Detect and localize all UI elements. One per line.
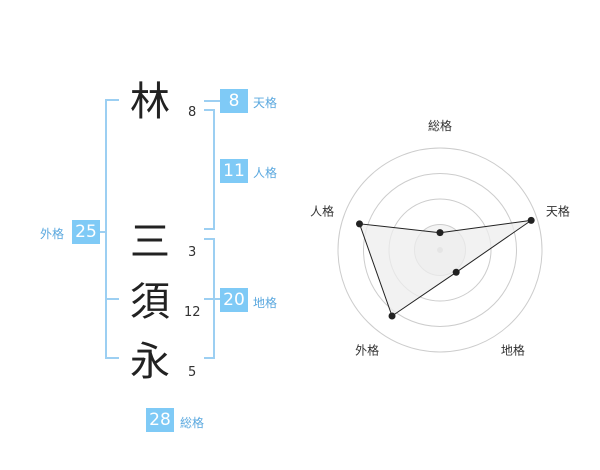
stroke-count-2: 3 bbox=[188, 245, 197, 260]
gaikaku-bracket-top bbox=[105, 99, 119, 101]
chikaku-bracket-top bbox=[204, 238, 215, 240]
radar-point-1 bbox=[436, 229, 444, 237]
chikaku-label: 地格 bbox=[253, 296, 278, 310]
radar-axis-label-1: 総格 bbox=[428, 118, 452, 133]
chikaku-bracket-bottom bbox=[204, 357, 215, 359]
stroke-count-3: 12 bbox=[184, 305, 201, 320]
gaikaku-bracket-vertical bbox=[105, 99, 107, 359]
radar-point-2 bbox=[527, 216, 535, 224]
radar-area bbox=[358, 219, 532, 317]
radar-axis-label-3: 地格 bbox=[501, 342, 525, 357]
radar-point-3 bbox=[452, 268, 460, 276]
radar-axis-label-5: 人格 bbox=[310, 204, 334, 219]
radar-ring bbox=[363, 173, 517, 327]
jinkaku-bracket-bottom bbox=[204, 228, 215, 230]
jinkaku-bracket-top bbox=[204, 109, 215, 111]
stroke-count-1: 8 bbox=[188, 105, 197, 120]
name-char-1: 林 bbox=[130, 79, 170, 125]
gaikaku-connector bbox=[97, 231, 106, 233]
jinkaku-value: 11 bbox=[220, 159, 248, 183]
tenkaku-connector bbox=[204, 100, 220, 102]
chikaku-connector bbox=[204, 298, 220, 300]
gaikaku-bracket-bottom bbox=[105, 357, 119, 359]
radar-point-4 bbox=[388, 312, 396, 320]
gaikaku-label: 外格 bbox=[40, 227, 65, 241]
gaikaku-value: 25 bbox=[72, 220, 100, 244]
stroke-count-4: 5 bbox=[188, 365, 197, 380]
chikaku-value: 20 bbox=[220, 288, 248, 312]
radar-axis-label-4: 外格 bbox=[355, 342, 379, 357]
gaikaku-bracket-middle bbox=[105, 298, 119, 300]
radar-axis-label-2: 天格 bbox=[546, 204, 570, 219]
jinkaku-bracket-vertical bbox=[213, 109, 215, 230]
name-char-2: 三 bbox=[130, 219, 170, 265]
name-char-4: 永 bbox=[130, 339, 170, 385]
radar-ring bbox=[337, 147, 543, 353]
radar-points bbox=[355, 216, 535, 320]
tenkaku-value: 8 bbox=[220, 89, 248, 113]
radar-point-5 bbox=[355, 220, 363, 228]
soukaku-label: 総格 bbox=[180, 416, 205, 430]
soukaku-value: 28 bbox=[146, 408, 174, 432]
name-char-3: 須 bbox=[130, 279, 170, 325]
jinkaku-label: 人格 bbox=[253, 166, 278, 180]
tenkaku-label: 天格 bbox=[253, 96, 278, 110]
